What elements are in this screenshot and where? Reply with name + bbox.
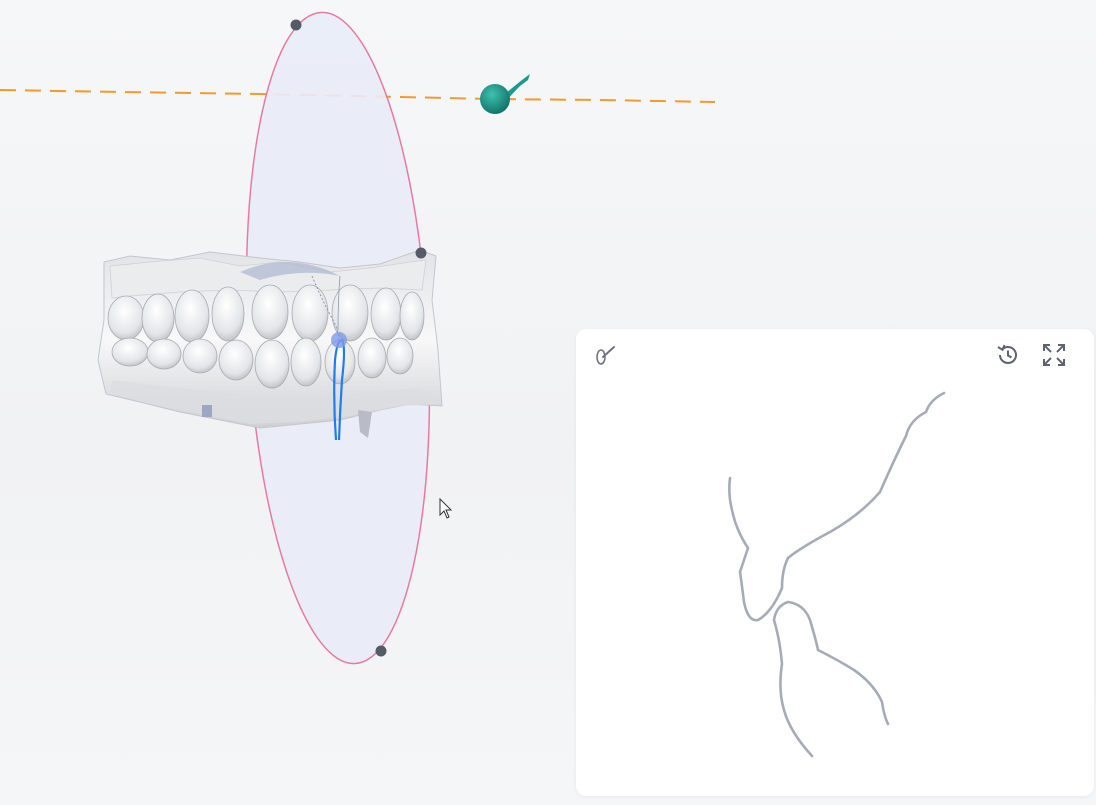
- axis-center-point[interactable]: [331, 332, 347, 348]
- history-icon: [995, 342, 1021, 372]
- brush-tool-button[interactable]: [590, 343, 618, 371]
- green-marker[interactable]: [480, 74, 530, 114]
- upper-teeth: [107, 284, 425, 343]
- history-button[interactable]: [994, 343, 1022, 371]
- cross-section-profile: [728, 391, 946, 758]
- brush-icon: [592, 343, 616, 371]
- orange-guide-line: [0, 89, 716, 103]
- plane-handle-top[interactable]: [290, 19, 302, 31]
- dental-model[interactable]: [97, 249, 443, 438]
- expand-icon: [1041, 342, 1067, 372]
- lower-teeth: [111, 337, 414, 389]
- expand-button[interactable]: [1040, 343, 1068, 371]
- upper-tooth-profile: [728, 391, 946, 622]
- plane-handle-bottom[interactable]: [375, 645, 387, 657]
- plane-handle-right[interactable]: [415, 247, 427, 259]
- lower-tooth-profile: [772, 600, 890, 758]
- cross-section-panel: [576, 329, 1094, 796]
